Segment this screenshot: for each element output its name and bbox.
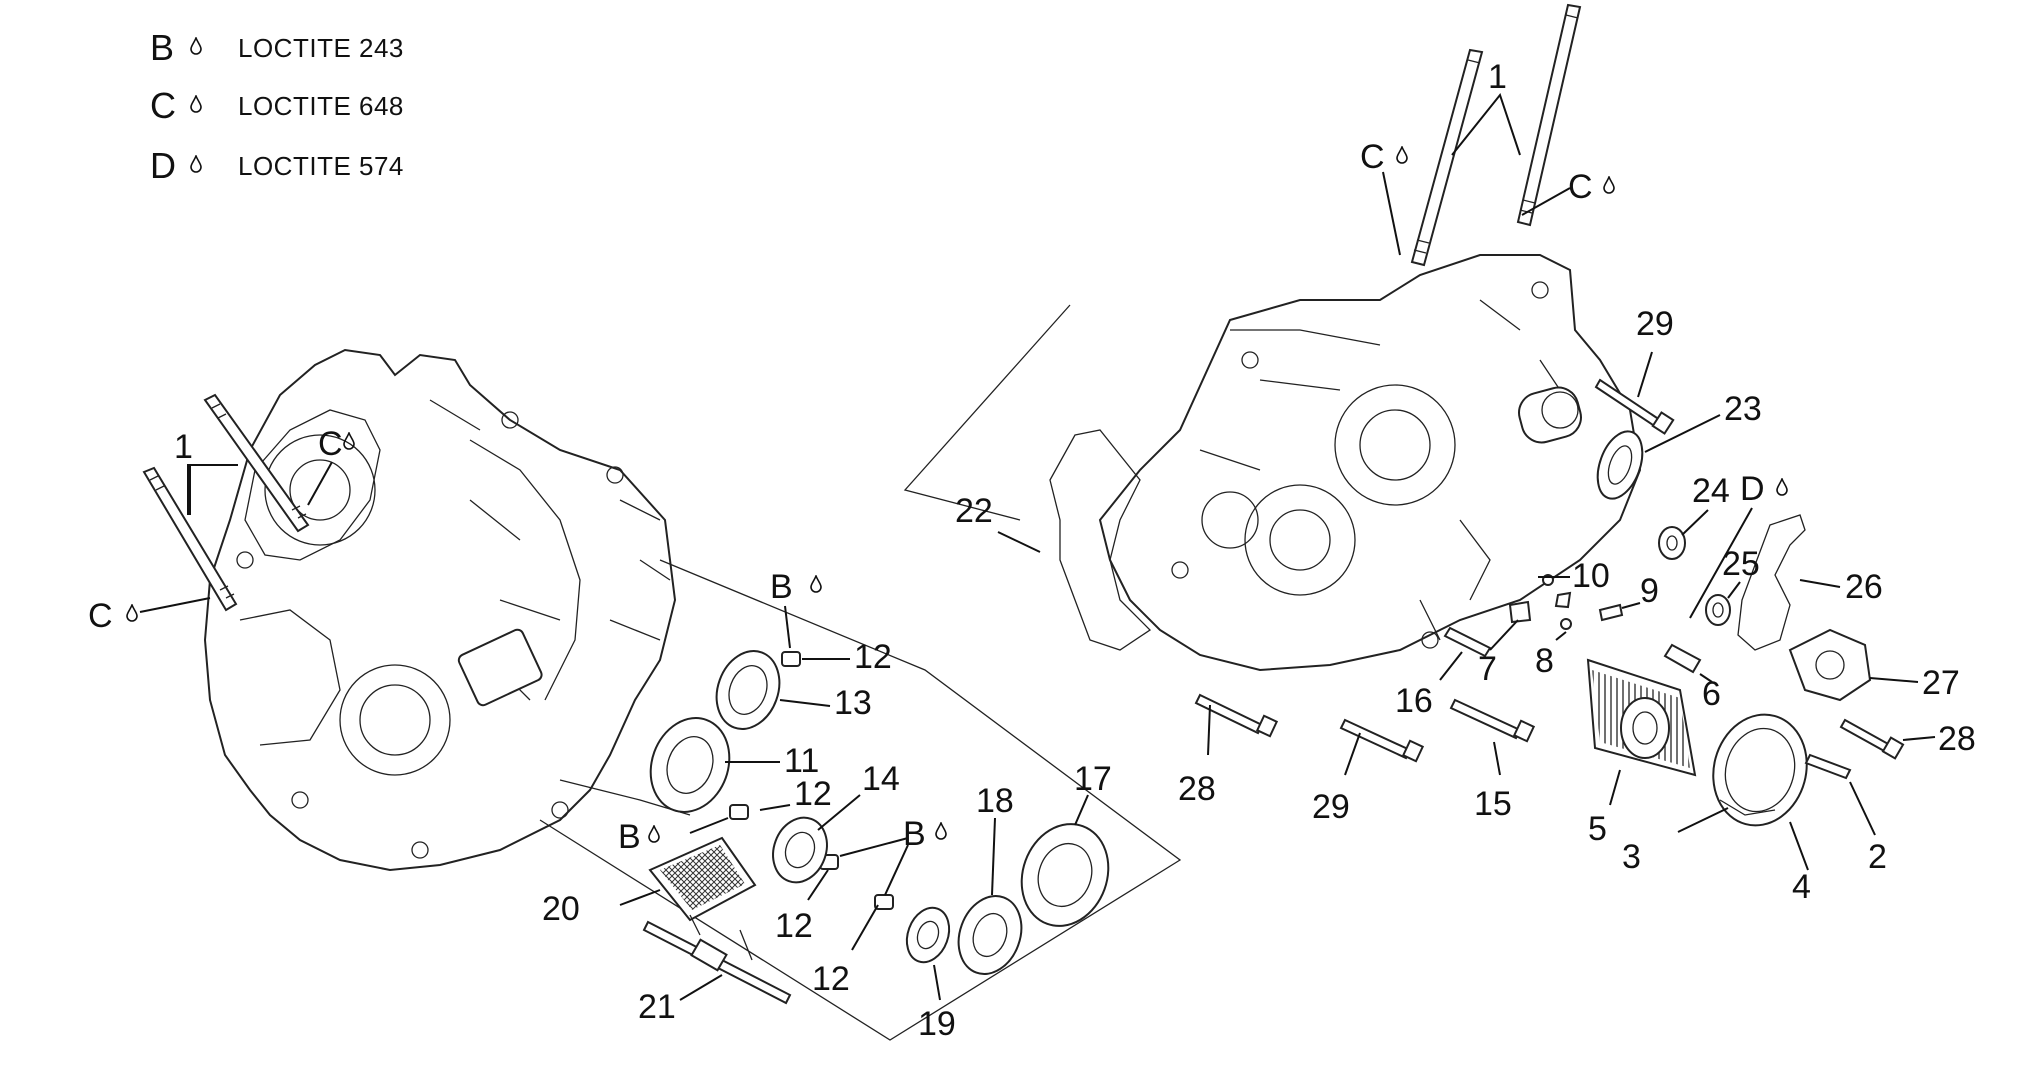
- left-crankcase: [203, 348, 691, 872]
- legend-letter: C: [150, 85, 176, 126]
- callout-25: 25: [1722, 545, 1760, 583]
- loctite-mark-b: B: [618, 818, 641, 856]
- droplet-icon: [126, 604, 138, 622]
- droplet-icon: [935, 822, 947, 840]
- loctite-mark-c: C: [88, 597, 113, 635]
- droplet-icon: [1603, 176, 1615, 194]
- droplet-icon: [810, 575, 822, 593]
- bearing-14: [772, 816, 828, 884]
- callout-29-lower: 29: [1312, 788, 1350, 826]
- screw-2: [1804, 753, 1852, 780]
- droplet-icon: [648, 825, 660, 843]
- callout-4: 4: [1792, 868, 1811, 906]
- screw-29-upper: [1594, 378, 1675, 435]
- callout-12-lower: 12: [775, 907, 813, 945]
- callout-3: 3: [1622, 838, 1641, 876]
- loctite-mark-b: B: [903, 815, 926, 853]
- droplet-icon: [1396, 146, 1408, 164]
- callout-22: 22: [955, 492, 993, 530]
- callout-28-left: 28: [1178, 770, 1216, 808]
- legend-row-c: C LOCTITE 648: [150, 85, 404, 126]
- loctite-mark-c: C: [1360, 138, 1385, 176]
- legend-text: LOCTITE 574: [238, 150, 404, 181]
- filter-cover-4: [1712, 713, 1808, 827]
- callout-14: 14: [862, 760, 900, 798]
- legend-text: LOCTITE 243: [238, 32, 404, 63]
- ring-24: [1658, 526, 1686, 560]
- callout-21: 21: [638, 988, 676, 1026]
- callout-16: 16: [1395, 682, 1433, 720]
- callout-2: 2: [1868, 838, 1887, 876]
- bearing-13: [715, 650, 781, 730]
- callout-19: 19: [918, 1005, 956, 1043]
- callout-9: 9: [1640, 572, 1659, 610]
- callout-29-upper: 29: [1636, 305, 1674, 343]
- left-studs: [142, 393, 310, 612]
- seal-23: [1596, 430, 1644, 500]
- loctite-mark-d: D: [1740, 470, 1765, 508]
- callout-1-right: 1: [1488, 58, 1507, 96]
- shaft-21: [642, 914, 792, 1005]
- gasket-22: [1049, 429, 1152, 651]
- loctite-mark-b: B: [770, 568, 793, 606]
- callout-12-lowest: 12: [812, 960, 850, 998]
- bearing-19: [905, 906, 951, 964]
- callout-28-right: 28: [1938, 720, 1976, 758]
- callout-6: 6: [1702, 675, 1721, 713]
- bearing-11: [649, 717, 731, 813]
- leader-lines: [139, 92, 1936, 1001]
- callout-13: 13: [834, 684, 872, 722]
- droplet-icon: [1776, 478, 1788, 496]
- oil-screen-20: [648, 836, 757, 922]
- legend-row-d: D LOCTITE 574: [150, 145, 404, 186]
- callout-8: 8: [1535, 642, 1554, 680]
- screws-lower: [1194, 693, 1536, 763]
- loctite-mark-c: C: [1568, 168, 1593, 206]
- gasket-26: [1737, 514, 1806, 651]
- screws-12: [729, 651, 894, 910]
- washer-25: [1705, 594, 1731, 626]
- loctite-mark-c: C: [318, 425, 343, 463]
- callout-11: 11: [784, 742, 819, 780]
- callout-23: 23: [1724, 390, 1762, 428]
- screw-28-right: [1839, 718, 1905, 760]
- callout-27: 27: [1922, 664, 1960, 702]
- callout-20: 20: [542, 890, 580, 928]
- callout-24: 24: [1692, 472, 1730, 510]
- legend-letter: B: [150, 27, 175, 68]
- legend-letter: D: [150, 145, 176, 186]
- callout-15: 15: [1474, 785, 1512, 823]
- pump-cover-27: [1788, 628, 1872, 702]
- legend-text: LOCTITE 648: [238, 90, 404, 121]
- bearing-17: [1020, 823, 1110, 927]
- callout-7: 7: [1478, 650, 1497, 688]
- droplet-icon: [190, 95, 202, 113]
- callout-labels: 1 1 2 3 4 5 6 7 8 9 10 11 12 12 12 12 13…: [88, 58, 1976, 1043]
- bearing-18: [957, 895, 1023, 975]
- callout-12-mid: 12: [794, 775, 832, 813]
- droplet-icon: [190, 37, 202, 55]
- droplet-icon: [190, 155, 202, 173]
- callout-1-left: 1: [174, 428, 193, 466]
- right-crankcase: [1098, 254, 1642, 672]
- right-studs: [1410, 3, 1582, 267]
- callout-26: 26: [1845, 568, 1883, 606]
- callout-5: 5: [1588, 810, 1607, 848]
- callout-12-upper: 12: [854, 638, 892, 676]
- bolt-16: [1443, 626, 1492, 658]
- screw-9: [1598, 603, 1624, 622]
- callout-18: 18: [976, 782, 1014, 820]
- plug-6: [1663, 643, 1702, 674]
- legend-row-b: B LOCTITE 243: [150, 27, 404, 68]
- callout-17: 17: [1074, 760, 1112, 798]
- oil-filter-5: [1586, 658, 1697, 777]
- callout-10: 10: [1572, 557, 1610, 595]
